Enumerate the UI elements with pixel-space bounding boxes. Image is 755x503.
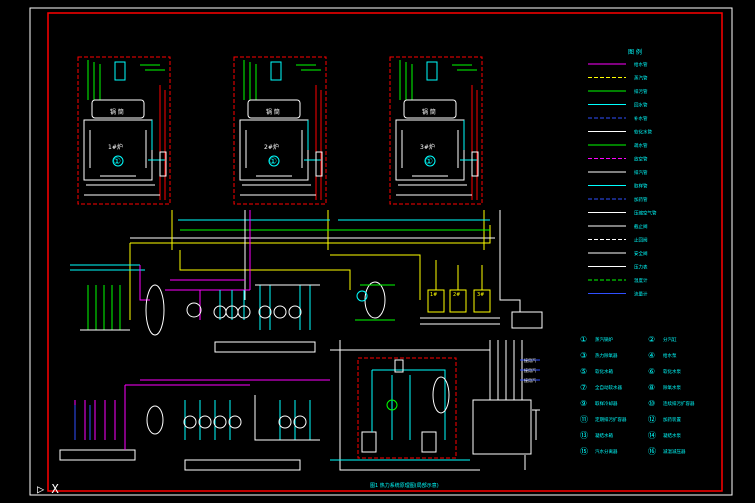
boiler-unit-2 [233, 56, 327, 205]
equipment-number-13: ⑭ [648, 431, 656, 440]
legend-label-14: 安全阀 [634, 250, 648, 257]
boiler-label-3: 3#炉 [420, 143, 435, 151]
equipment-number-5: ⑥ [648, 367, 655, 376]
pump-group-middle [255, 281, 395, 330]
equipment-number-8: ⑨ [580, 399, 587, 408]
legend-label-16: 温度计 [634, 277, 648, 284]
equipment-name-14: 汽水分离器 [595, 448, 618, 455]
equipment-number-1: ② [648, 335, 655, 344]
softener-area-bottom [59, 379, 330, 461]
equipment-number-11: ⑫ [648, 415, 656, 424]
equipment-list: ① 蒸汽锅炉 ② 分汽缸 ③ 热力除氧器 ④ 给水泵 ⑤ 软化水箱 ⑥ 软化水泵 ⑦ 全自动软水器 ⑧ 除氧水… [580, 335, 695, 456]
equipment-name-12: 凝结水箱 [595, 432, 613, 439]
equipment-number-4: ⑤ [580, 367, 587, 376]
boiler-label-1: 1#炉 [108, 143, 123, 151]
legend-label-2: 排污管 [634, 88, 648, 95]
equipment-name-7: 除氧水泵 [663, 384, 681, 391]
equipment-name-1: 分汽缸 [663, 336, 677, 343]
pump-group-bottom [183, 395, 320, 471]
drawing-border-outer [29, 7, 733, 496]
legend-label-9: 取样管 [634, 183, 648, 190]
equipment-name-3: 给水泵 [663, 352, 677, 359]
boiler-number-3: ① [425, 157, 433, 167]
tank-label-1: 1# [430, 292, 437, 298]
legend-label-7: 放空管 [634, 156, 648, 163]
equipment-number-3: ④ [648, 351, 655, 360]
equipment-number-9: ⑩ [648, 399, 655, 408]
equipment-name-9: 连续排污扩容器 [663, 400, 695, 407]
boiler-drum-label-1: 锅 筒 [110, 108, 124, 116]
legend-label-12: 截止阀 [634, 223, 648, 230]
drawing-title: 图1 热力系统原理图(局部示意) [370, 482, 439, 489]
equipment-number-0: ① [580, 335, 587, 344]
legend-label-5: 软化水管 [634, 129, 652, 136]
legend-label-15: 压力表 [634, 264, 648, 271]
outlet-label-1: 接用汽 [524, 357, 536, 363]
equipment-name-11: 加药装置 [663, 416, 681, 423]
softener-area [80, 284, 316, 353]
equipment-name-8: 取样冷却器 [595, 400, 618, 407]
equipment-name-13: 凝结水泵 [663, 432, 681, 439]
outlet-label-2: 接用汽 [524, 367, 536, 373]
boiler-number-1: ① [113, 157, 121, 167]
equipment-number-10: ⑪ [580, 415, 588, 424]
boiler-drum-label-2: 锅 筒 [266, 108, 280, 116]
equipment-name-5: 软化水泵 [663, 368, 681, 375]
tank-label-2: 2# [453, 292, 460, 298]
equipment-name-15: 减温减压器 [663, 448, 686, 455]
legend-label-0: 给水管 [634, 61, 648, 68]
equipment-name-0: 蒸汽锅炉 [595, 336, 613, 343]
drawing-border-frame [47, 12, 723, 492]
boiler-drum-label-3: 锅 筒 [422, 108, 436, 116]
legend-column: 图 例 给水管蒸汽管排污管回水管补水管软化水管疏水管放空管排汽管取样管加药管压缩… [588, 48, 657, 298]
legend-label-6: 疏水管 [634, 142, 648, 149]
equipment-number-14: ⑮ [580, 447, 588, 456]
legend-label-1: 蒸汽管 [634, 75, 648, 82]
legend-label-4: 补水管 [634, 115, 648, 122]
legend-label-3: 回水管 [634, 102, 648, 109]
legend-label-13: 止回阀 [634, 237, 648, 244]
equipment-number-2: ③ [580, 351, 587, 360]
equipment-number-7: ⑧ [648, 383, 655, 392]
legend-label-11: 压缩空气管 [634, 210, 657, 217]
boiler-label-2: 2#炉 [264, 143, 279, 151]
legend-label-8: 排汽管 [634, 169, 648, 176]
equipment-number-12: ⑬ [580, 431, 588, 440]
boiler-unit-1 [77, 56, 171, 205]
equipment-name-6: 全自动软水器 [595, 384, 622, 391]
main-pipe-headers [70, 210, 495, 320]
boiler-unit-3 [389, 56, 483, 205]
equipment-number-6: ⑦ [580, 383, 587, 392]
legend-header: 图 例 [628, 48, 642, 56]
equipment-name-2: 热力除氧器 [595, 352, 618, 359]
equipment-number-15: ⑯ [648, 447, 656, 456]
tank-label-3: 3# [477, 292, 484, 298]
outlet-label-3: 接用汽 [524, 377, 536, 383]
boiler-number-2: ① [269, 157, 277, 167]
equipment-name-10: 定期排污扩容器 [595, 416, 627, 423]
distribution-tanks [420, 260, 500, 325]
water-treatment-room [357, 357, 457, 459]
legend-label-10: 加药管 [634, 196, 648, 203]
legend-label-17: 流量计 [634, 291, 648, 298]
command-close-icon[interactable]: ▷ X [37, 482, 59, 496]
control-panel [330, 210, 543, 471]
equipment-name-4: 软化水箱 [595, 368, 613, 375]
